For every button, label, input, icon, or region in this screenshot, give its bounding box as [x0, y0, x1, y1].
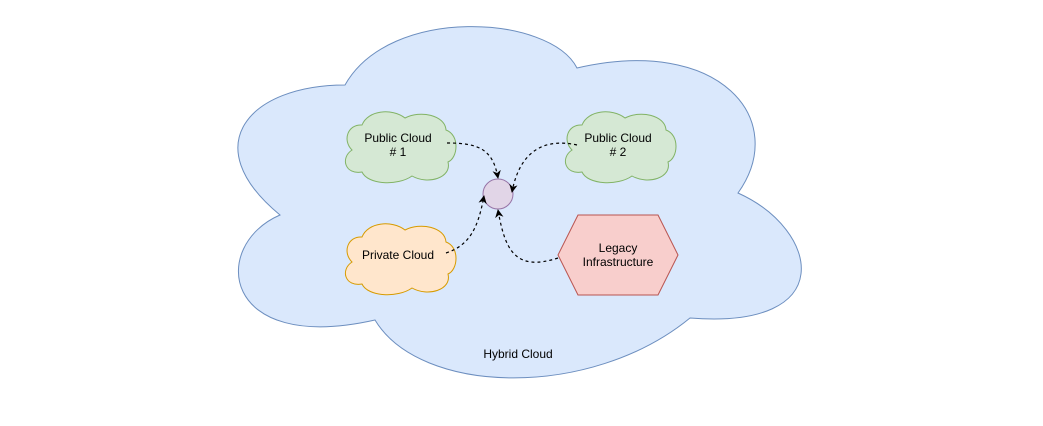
public-cloud-1-label-line-2: # 1: [390, 145, 407, 159]
connector-public-cloud-1-to-hub[interactable]: [446, 142, 501, 179]
private-cloud-label: Private Cloud: [362, 248, 434, 262]
hybrid-cloud-shape[interactable]: Hybrid Cloud: [237, 26, 802, 379]
connector-public-cloud-2-to-hub[interactable]: [509, 142, 578, 193]
public-cloud-2-node[interactable]: Public Cloud # 2: [564, 111, 677, 184]
connector-private-cloud-to-hub[interactable]: [445, 195, 487, 254]
legacy-infrastructure-node[interactable]: Legacy Infrastructure: [557, 214, 679, 296]
public-cloud-1-label-line-1: Public Cloud: [364, 131, 431, 145]
hybrid-cloud-label: Hybrid Cloud: [483, 347, 552, 361]
legacy-infrastructure-label-line-1: Legacy: [599, 241, 638, 255]
public-cloud-1-node[interactable]: Public Cloud # 1: [344, 111, 457, 184]
legacy-infrastructure-label-line-2: Infrastructure: [583, 255, 654, 269]
public-cloud-2-label-line-2: # 2: [610, 145, 627, 159]
private-cloud-node[interactable]: Private Cloud: [344, 223, 457, 296]
integration-hub[interactable]: [482, 178, 514, 210]
connector-legacy-infrastructure-to-hub[interactable]: [495, 209, 559, 263]
public-cloud-2-label-line-1: Public Cloud: [584, 131, 651, 145]
